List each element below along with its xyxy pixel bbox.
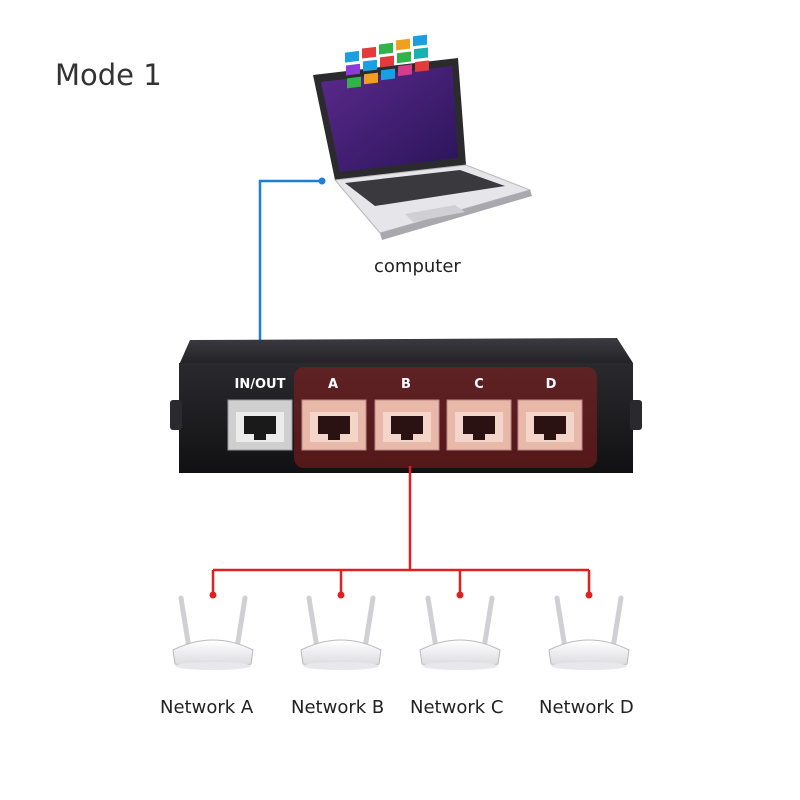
port-d — [517, 399, 583, 451]
port-label-b: B — [401, 377, 411, 392]
port-b — [374, 399, 440, 451]
computer-link-line — [258, 179, 322, 406]
port-label-a: A — [328, 377, 338, 392]
network-c-label: Network C — [410, 697, 504, 718]
link-dot-d — [585, 591, 593, 599]
router-icon-c — [419, 595, 501, 670]
laptop-icon — [313, 34, 532, 240]
network-d-label: Network D — [539, 697, 634, 718]
network-b-label: Network B — [291, 697, 385, 718]
port-inout — [227, 399, 293, 451]
router-icon-d — [548, 595, 630, 670]
port-label-c: C — [474, 377, 484, 392]
link-dot-a — [209, 591, 217, 599]
port-label-inout: IN/OUT — [235, 377, 286, 392]
port-label-d: D — [546, 377, 557, 392]
network-a-label: Network A — [160, 697, 254, 718]
network-link-lines — [211, 466, 591, 595]
computer-link-dot — [318, 177, 326, 185]
router-icon-a — [172, 595, 254, 670]
diagram-title: Mode 1 — [55, 58, 162, 92]
computer-label: computer — [374, 256, 461, 277]
port-c — [446, 399, 512, 451]
link-dot-c — [456, 591, 464, 599]
router-icon-b — [300, 595, 382, 670]
port-a — [301, 399, 367, 451]
link-dot-b — [337, 591, 345, 599]
